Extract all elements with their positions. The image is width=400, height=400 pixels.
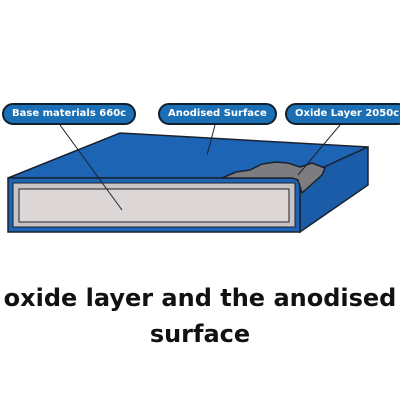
anodised-surface-label: Anodised Surface — [158, 103, 277, 125]
exposed-oxide-region — [221, 161, 326, 194]
oxide-leader-line — [297, 124, 341, 176]
base-materials-label: Base materials 660c — [2, 103, 137, 125]
base-material-core — [18, 188, 290, 223]
base-leader-line — [59, 124, 123, 211]
diagram-caption: oxide layer and the anodised surface — [3, 284, 397, 348]
oxide-layer-label: Oxide Layer 2050c — [285, 103, 400, 125]
anodised-leader-line — [206, 124, 216, 156]
anodised-block-diagram — [7, 124, 369, 234]
